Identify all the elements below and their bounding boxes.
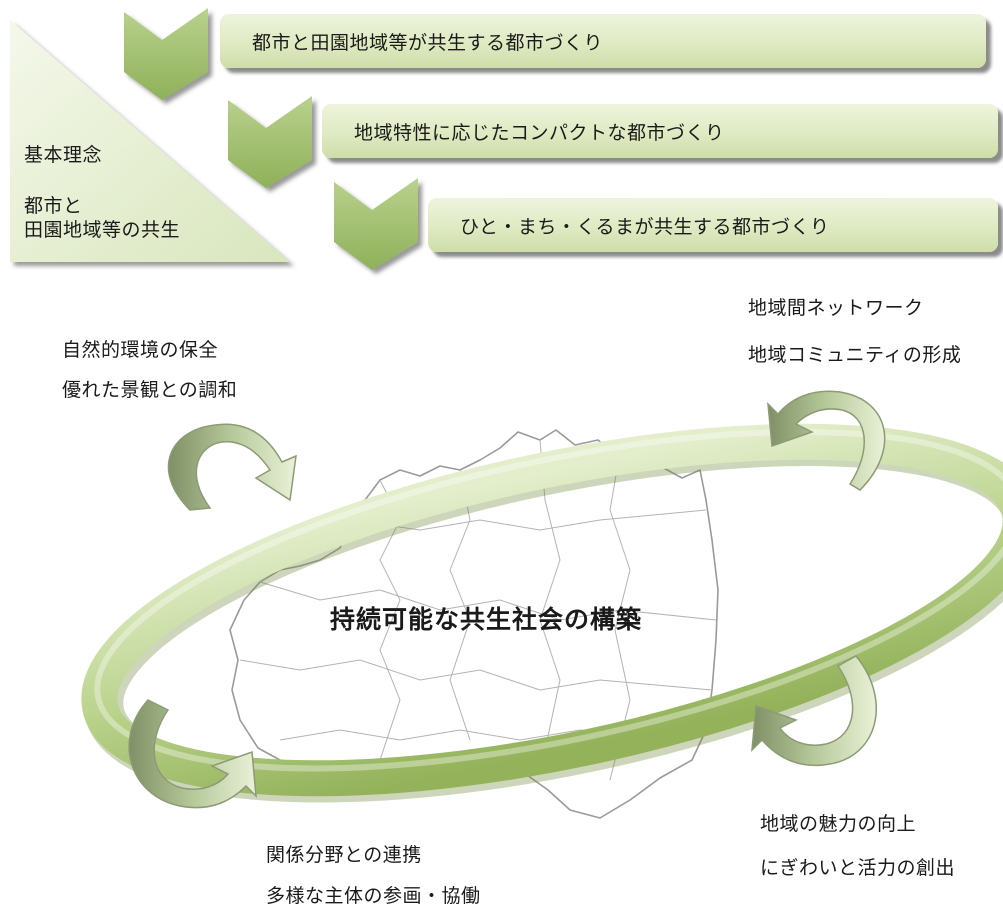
principle-subtitle-line2: 田園地域等の共生 [24, 219, 181, 241]
step-label: ひと・まち・くるまが共生する都市づくり [460, 215, 830, 238]
curved-arrow-top-left [167, 423, 297, 511]
principle-triangle [10, 20, 290, 262]
corner-top-right-line2: 地域コミュニティの形成 [748, 344, 962, 366]
corner-bottom-right-line1: 地域の魅力の向上 [760, 813, 917, 835]
corner-top-left-line2: 優れた景観との調和 [62, 379, 238, 401]
corner-bottom-left-line1: 関係分野との連携 [266, 844, 422, 866]
chevron-icon [124, 8, 208, 100]
chevron-icon [334, 178, 418, 270]
step-banner-3: ひと・まち・くるまが共生する都市づくり [428, 198, 998, 252]
sustainability-ring [81, 423, 1003, 803]
center-title: 持続可能な共生社会の構築 [330, 605, 643, 634]
corner-bottom-left-line2: 多様な主体の参画・協働 [266, 885, 481, 907]
chevron-icon [228, 96, 312, 188]
region-boundaries [239, 439, 717, 781]
corner-top-left-line1: 自然的環境の保全 [62, 339, 219, 361]
corner-top-right-line1: 地域間ネットワーク [748, 297, 924, 319]
step-banner-1: 都市と田園地域等が共生する都市づくり [220, 14, 986, 68]
corner-bottom-right-line2: にぎわいと活力の創出 [760, 857, 956, 879]
step-banner-2: 地域特性に応じたコンパクトな都市づくり [322, 104, 998, 158]
curved-arrow-bottom-left [128, 699, 257, 809]
curved-arrow-top-right [767, 390, 886, 491]
curved-arrow-bottom-right [751, 655, 878, 767]
step-label: 都市と田園地域等が共生する都市づくり [252, 31, 604, 54]
principle-title: 基本理念 [24, 144, 103, 166]
step-label: 地域特性に応じたコンパクトな都市づくり [354, 121, 725, 144]
principle-subtitle-line1: 都市と [24, 195, 83, 217]
